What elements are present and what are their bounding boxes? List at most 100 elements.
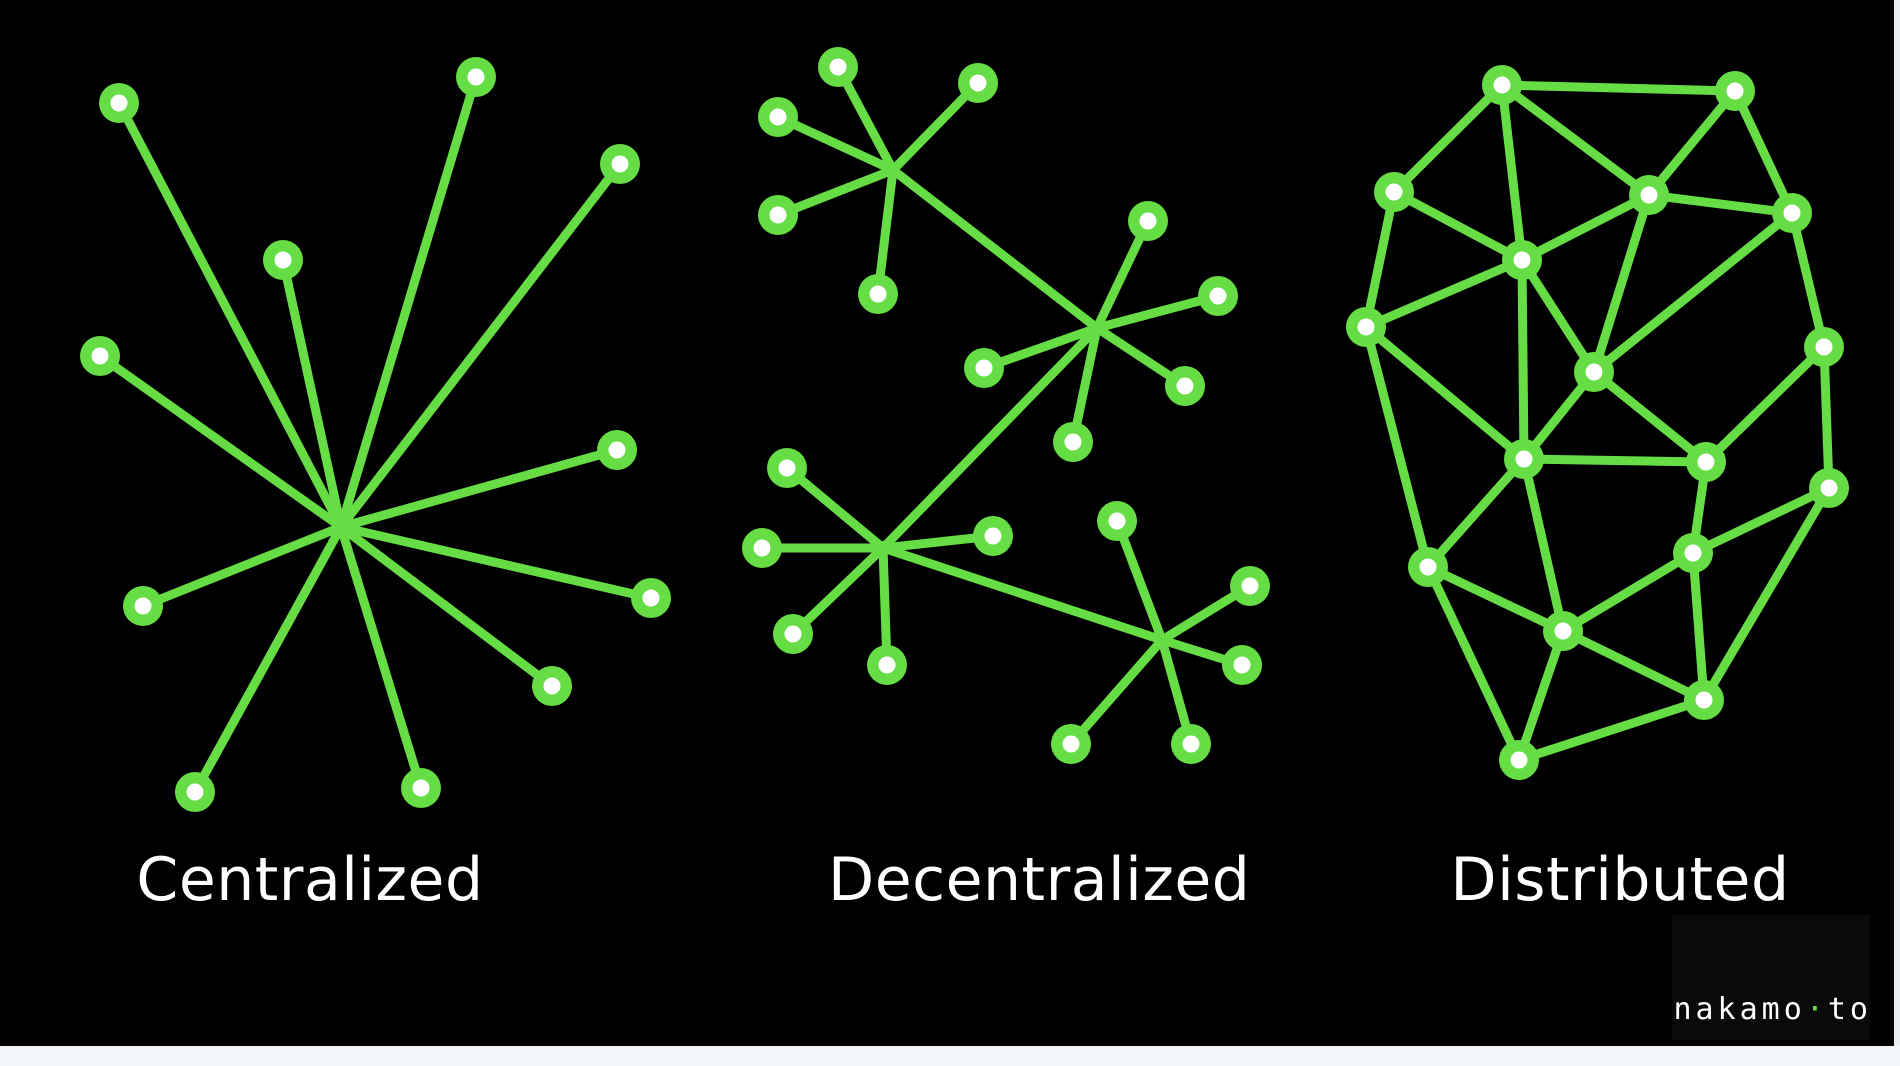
distributed-node xyxy=(1673,533,1713,573)
decentralized-node xyxy=(818,47,858,87)
decentralized-edge xyxy=(888,78,983,175)
distributed-edge xyxy=(1517,255,1529,464)
distributed-edge xyxy=(1497,80,1527,265)
distributed-edge xyxy=(1688,483,1834,558)
watermark-dot: · xyxy=(1805,992,1828,1027)
distributed-edge xyxy=(1730,86,1797,218)
label-centralized: Centralized xyxy=(136,845,484,915)
decentralized-edge xyxy=(788,543,888,639)
distributed-edge xyxy=(1688,548,1709,705)
distributed-node xyxy=(1346,307,1386,347)
decentralized-edge xyxy=(1112,516,1167,645)
distributed-edge xyxy=(1514,626,1568,765)
decentralized-hub-link xyxy=(878,323,1102,553)
decentralized-hub-link xyxy=(888,165,1102,333)
distributed-node xyxy=(1715,71,1755,111)
distributed-edge xyxy=(1819,342,1834,493)
slide-background xyxy=(0,0,1894,1046)
distributed-node xyxy=(1374,172,1414,212)
distributed-edge xyxy=(1361,255,1527,332)
distributed-node xyxy=(1629,175,1669,215)
decentralized-node xyxy=(742,528,782,568)
decentralized-node xyxy=(1198,276,1238,316)
distributed-edge xyxy=(1644,190,1797,218)
centralized-node xyxy=(175,772,215,812)
centralized-node xyxy=(532,666,572,706)
centralized-edge xyxy=(278,255,346,532)
distributed-edge xyxy=(1558,626,1709,705)
decentralized-edge xyxy=(773,112,898,175)
label-decentralized: Decentralized xyxy=(828,845,1251,915)
distributed-edge xyxy=(1589,367,1711,467)
decentralized-node xyxy=(1051,724,1091,764)
centralized-edge xyxy=(336,522,656,603)
centralized-edge xyxy=(138,522,346,611)
decentralized-node xyxy=(1128,201,1168,241)
distributed-edge xyxy=(1517,190,1654,265)
distributed-edge xyxy=(1423,562,1524,765)
distributed-node xyxy=(1686,442,1726,482)
distributed-edge xyxy=(1787,208,1829,352)
distributed-edge xyxy=(1589,190,1654,377)
centralized-node xyxy=(80,336,120,376)
centralized-node xyxy=(456,57,496,97)
decentralized-node xyxy=(964,348,1004,388)
distributed-node xyxy=(1574,352,1614,392)
decentralized-node xyxy=(767,448,807,488)
centralized-node xyxy=(99,83,139,123)
centralized-edge xyxy=(95,351,346,532)
decentralized-node xyxy=(1165,366,1205,406)
centralized-edge xyxy=(336,522,426,793)
decentralized-node xyxy=(1171,724,1211,764)
distributed-edge xyxy=(1423,454,1529,572)
decentralized-node xyxy=(758,195,798,235)
distributed-edge xyxy=(1558,548,1698,636)
decentralized-node xyxy=(958,63,998,103)
decentralized-edge xyxy=(773,165,898,220)
distributed-edge xyxy=(1701,342,1829,467)
watermark-right: to xyxy=(1827,992,1872,1027)
watermark-left: nakamo xyxy=(1673,992,1806,1027)
watermark-logo: nakamo·to xyxy=(1673,992,1872,1027)
decentralized-hub-link xyxy=(878,543,1167,645)
centralized-edge xyxy=(336,445,622,532)
distributed-node xyxy=(1684,680,1724,720)
distributed-node xyxy=(1482,65,1522,105)
centralized-edge xyxy=(190,522,346,797)
decentralized-edge xyxy=(873,165,898,299)
label-distributed: Distributed xyxy=(1450,845,1790,915)
centralized-edge xyxy=(336,159,625,532)
distributed-edge xyxy=(1644,86,1740,200)
distributed-node xyxy=(1502,240,1542,280)
distributed-edge xyxy=(1361,322,1529,464)
decentralized-edge xyxy=(1066,635,1167,749)
distributed-edge xyxy=(1497,80,1740,96)
distributed-node xyxy=(1408,547,1448,587)
decentralized-hub xyxy=(886,163,900,177)
centralized-edge xyxy=(336,72,481,532)
decentralized-hub xyxy=(1155,633,1169,647)
decentralized-node xyxy=(773,614,813,654)
distributed-edge xyxy=(1517,255,1599,377)
decentralized-node xyxy=(1222,645,1262,685)
distributed-edge xyxy=(1361,322,1433,572)
centralized-hub xyxy=(334,520,348,534)
decentralized-node xyxy=(973,516,1013,556)
distributed-edge xyxy=(1589,208,1797,377)
decentralized-node xyxy=(1230,566,1270,606)
centralized-node xyxy=(123,586,163,626)
distributed-node xyxy=(1543,611,1583,651)
centralized-node xyxy=(401,768,441,808)
distributed-edge xyxy=(1699,483,1834,705)
centralized-edge xyxy=(114,98,346,532)
centralized-node xyxy=(631,578,671,618)
distributed-node xyxy=(1504,439,1544,479)
decentralized-hub xyxy=(876,541,890,555)
distributed-edge xyxy=(1514,695,1709,765)
decentralized-edge xyxy=(782,463,888,553)
distributed-node xyxy=(1804,327,1844,367)
distributed-edge xyxy=(1389,187,1527,265)
distributed-edge xyxy=(1423,562,1568,636)
distributed-edge xyxy=(1389,80,1507,197)
